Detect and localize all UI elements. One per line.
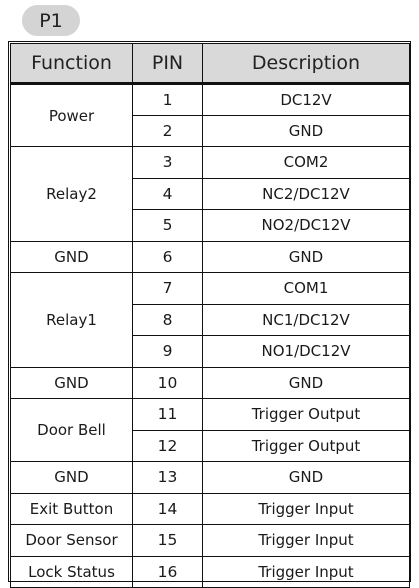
pin-number-cell: 13 — [132, 461, 203, 494]
description-cell: GND — [202, 366, 410, 399]
description-cell: Trigger Output — [202, 429, 410, 462]
description-cell: NC1/DC12V — [202, 303, 410, 336]
pin-number-cell: 3 — [132, 146, 203, 179]
description-cell: Trigger Input — [202, 524, 410, 557]
pin-number-cell: 5 — [132, 209, 203, 242]
pin-number-cell: 9 — [132, 335, 203, 368]
description-cell: DC12V — [202, 83, 410, 116]
pin-number-cell: 14 — [132, 492, 203, 525]
description-cell: NO1/DC12V — [202, 335, 410, 368]
function-cell: Door Bell — [10, 398, 133, 462]
function-cell: Relay1 — [10, 272, 133, 368]
pin-number-cell: 7 — [132, 272, 203, 305]
description-cell: NO2/DC12V — [202, 209, 410, 242]
function-cell: Exit Button — [10, 492, 133, 525]
description-cell: GND — [202, 461, 410, 494]
pin-number-cell: 4 — [132, 177, 203, 210]
header-description: Description — [202, 43, 410, 85]
description-cell: Trigger Input — [202, 555, 410, 588]
function-cell: GND — [10, 240, 133, 273]
pin-number-cell: 10 — [132, 366, 203, 399]
header-function: Function — [10, 43, 133, 85]
pin-number-cell: 12 — [132, 429, 203, 462]
pin-number-cell: 8 — [132, 303, 203, 336]
pin-number-cell: 11 — [132, 398, 203, 431]
pin-number-cell: 1 — [132, 83, 203, 116]
description-cell: GND — [202, 114, 410, 147]
function-cell: GND — [10, 366, 133, 399]
pin-number-cell: 6 — [132, 240, 203, 273]
description-cell: Trigger Input — [202, 492, 410, 525]
description-cell: COM1 — [202, 272, 410, 305]
table-header-row: Function PIN Description — [10, 43, 410, 85]
function-cell: Lock Status — [10, 555, 133, 588]
pin-number-cell: 15 — [132, 524, 203, 557]
function-cell: Door Sensor — [10, 524, 133, 557]
description-cell: COM2 — [202, 146, 410, 179]
pin-number-cell: 2 — [132, 114, 203, 147]
description-cell: NC2/DC12V — [202, 177, 410, 210]
description-cell: GND — [202, 240, 410, 273]
connector-label: P1 — [39, 9, 63, 32]
header-pin: PIN — [132, 43, 203, 85]
function-cell: Power — [10, 83, 133, 147]
function-cell: GND — [10, 461, 133, 494]
connector-label-badge: P1 — [22, 5, 80, 36]
pin-number-cell: 16 — [132, 555, 203, 588]
function-cell: Relay2 — [10, 146, 133, 242]
description-cell: Trigger Output — [202, 398, 410, 431]
